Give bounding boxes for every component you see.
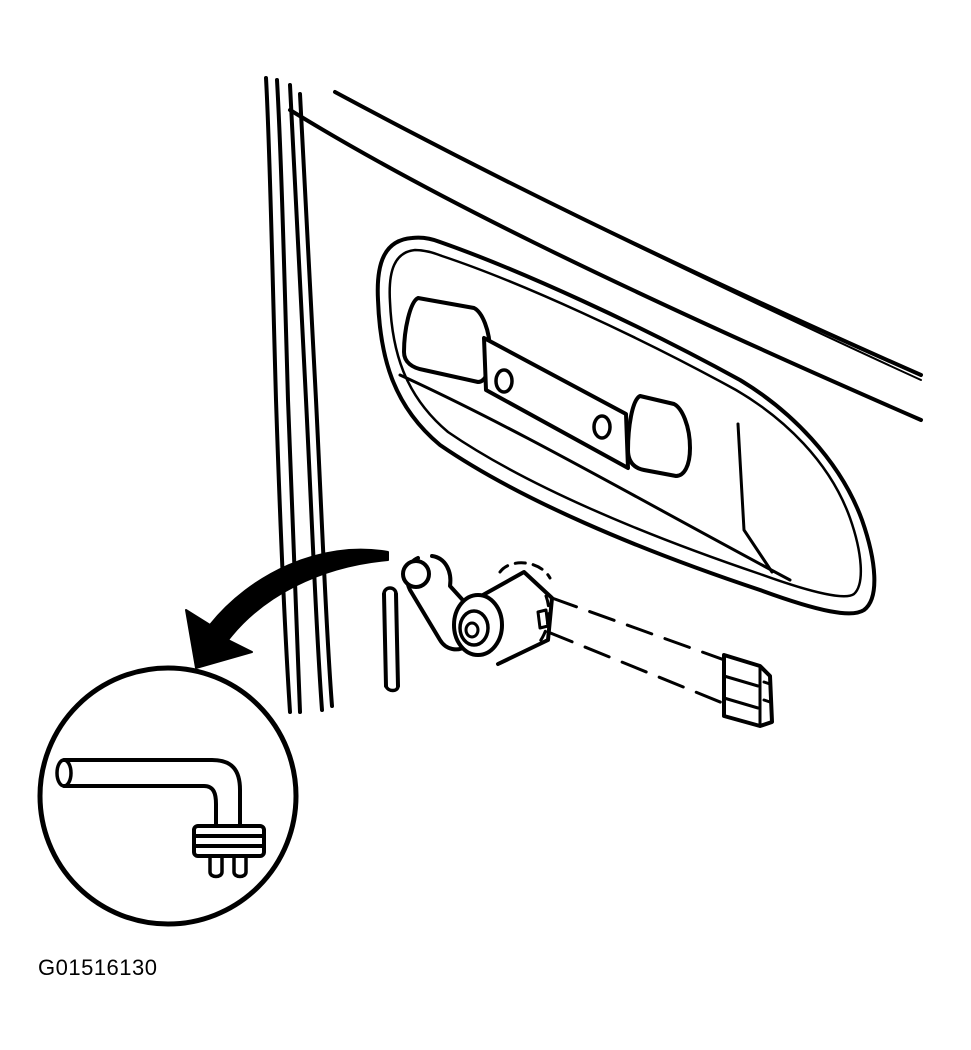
door-edge-pillar [264,76,334,714]
magnified-detail-circle [37,665,299,927]
curved-arrow-icon [185,548,389,669]
lock-actuator-rod [382,586,400,693]
door-handle-recess [375,235,877,616]
door-outer-panel [288,90,923,422]
figure-id-label: G01516130 [38,955,158,980]
lock-cylinder [401,554,554,666]
retainer-clip [546,596,774,728]
handle-mounting-bracket [402,296,692,478]
